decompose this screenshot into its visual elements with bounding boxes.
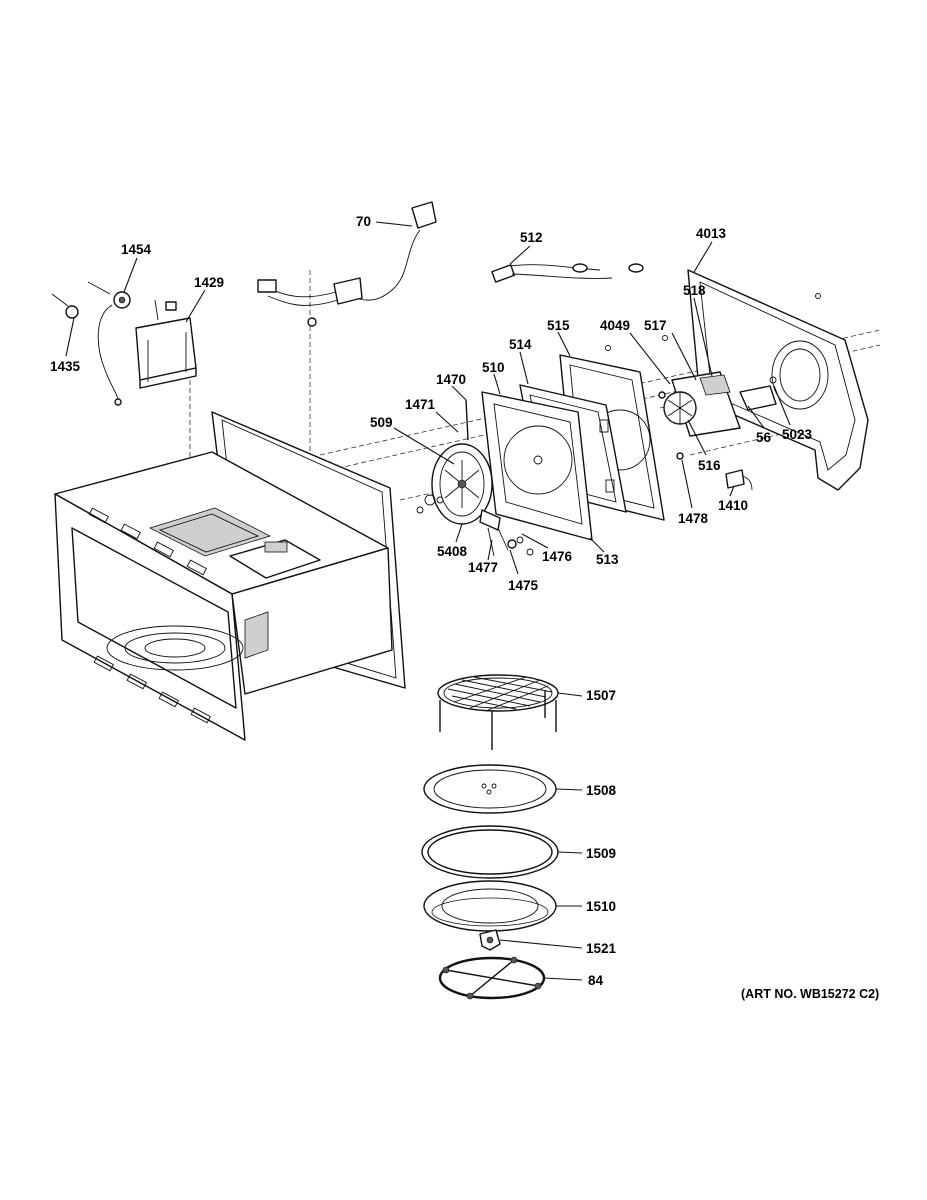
callout-509: 509	[370, 415, 393, 430]
callout-1477: 1477	[468, 560, 498, 575]
callout-515: 515	[547, 318, 570, 333]
thermal-parts-group	[51, 281, 197, 406]
callout-56: 56	[756, 430, 772, 445]
callout-1429: 1429	[194, 275, 224, 290]
roller-guide-part-84	[438, 956, 546, 1000]
callout-1435: 1435	[50, 359, 81, 374]
callout-1510: 1510	[586, 899, 616, 914]
callout-1478: 1478	[678, 511, 709, 526]
callout-5023: 5023	[782, 427, 813, 442]
callout-4013: 4013	[696, 226, 727, 241]
callout-514: 514	[509, 337, 532, 352]
callout-510: 510	[482, 360, 505, 375]
convection-housing-assembly	[416, 269, 869, 557]
callout-70: 70	[356, 214, 371, 229]
callout-1410: 1410	[718, 498, 748, 513]
callout-1508: 1508	[586, 783, 617, 798]
roller-ring-part-1509	[421, 825, 559, 879]
callout-1454: 1454	[121, 242, 152, 257]
callout-labels: 70 512 4013 1454 1429 1435 518 515 4049 …	[50, 214, 813, 988]
callout-1507: 1507	[586, 688, 616, 703]
callout-1509: 1509	[586, 846, 616, 861]
glass-tray-part-1508	[423, 764, 557, 814]
art-number: (ART NO. WB15272 C2)	[741, 987, 879, 1001]
callout-517: 517	[644, 318, 667, 333]
callout-4049: 4049	[600, 318, 630, 333]
convection-fan-blades	[444, 460, 480, 508]
coupler-part-1521	[479, 929, 501, 951]
oven-rack-part-1507	[437, 674, 559, 750]
callout-1476: 1476	[542, 549, 573, 564]
callout-1470: 1470	[436, 372, 466, 387]
leader-lines	[65, 221, 791, 981]
callout-1521: 1521	[586, 941, 617, 956]
oven-cavity-assembly	[54, 411, 406, 741]
callout-518: 518	[683, 283, 706, 298]
callout-1475: 1475	[508, 578, 539, 593]
callout-516: 516	[698, 458, 721, 473]
callout-512: 512	[520, 230, 543, 245]
wire-harness-part-512	[491, 263, 644, 283]
callout-5408: 5408	[437, 544, 468, 559]
callout-84: 84	[588, 973, 604, 988]
motor-fan-blades	[667, 392, 693, 424]
tray-part-1510	[423, 880, 557, 932]
callout-513: 513	[596, 552, 619, 567]
power-cord-part-70	[257, 201, 437, 327]
turntable-parts-group	[421, 674, 559, 1000]
callout-1471: 1471	[405, 397, 436, 412]
